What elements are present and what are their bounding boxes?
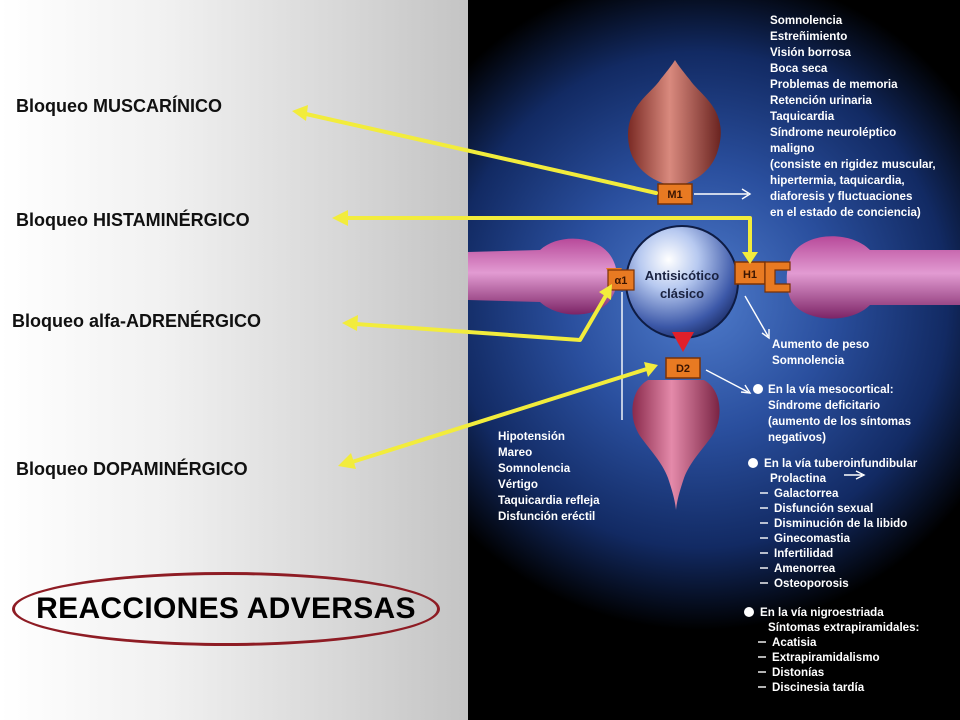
- neuron-bottom: [632, 380, 720, 510]
- d2-mesocortical-effect: negativos): [768, 431, 826, 444]
- d2-tuberoinfundibular-effect: Disminución de la libido: [774, 517, 907, 530]
- d2-tuberoinfundibular-effect: Infertilidad: [774, 547, 833, 560]
- d2-tuberoinfundibular-effect: Disfunción sexual: [774, 502, 873, 515]
- d2-mesocortical-effect: En la vía mesocortical:: [768, 383, 894, 396]
- diagram-panel: Antisicótico clásico M1 H1 D2 α1: [468, 0, 960, 720]
- receptor-h1-label: H1: [743, 269, 757, 281]
- m1-effect: Visión borrosa: [770, 46, 852, 59]
- d2-tuberoinfundibular-list: En la vía tuberoinfundibular Prolactina …: [764, 457, 918, 590]
- m1-effect: en el estado de conciencia): [770, 206, 921, 219]
- m1-effect: diaforesis y fluctuaciones: [770, 190, 912, 203]
- m1-effect: Retención urinaria: [770, 94, 872, 107]
- d2-tuberoinfundibular-effect: Ginecomastia: [774, 532, 851, 545]
- m1-effect: Problemas de memoria: [770, 78, 898, 91]
- d2-tuberoinfundibular-effect: Prolactina: [770, 472, 827, 485]
- h1-effect: Aumento de peso: [772, 338, 869, 351]
- m1-effect: (consiste en rigidez muscular,: [770, 158, 936, 171]
- receptor-d2: [665, 357, 701, 379]
- m1-effect: maligno: [770, 142, 814, 155]
- label-muscarinic-block: Bloqueo MUSCARÍNICO: [16, 96, 222, 116]
- d2-tuberoinfundibular-effect: En la vía tuberoinfundibular: [764, 457, 918, 470]
- diagram-background: [468, 0, 960, 720]
- receptor-m1-label: M1: [667, 189, 682, 201]
- receptor-h1-bracket: [764, 261, 791, 293]
- receptor-d2-label: D2: [676, 363, 690, 375]
- bullet-tuberoinfundibular: [748, 458, 758, 468]
- neuron-right: [786, 236, 960, 319]
- label-alpha-adrenergic-block: Bloqueo alfa-ADRENÉRGICO: [12, 311, 262, 331]
- m1-effect: Estreñimiento: [770, 30, 847, 43]
- m1-effect: Taquicardia: [770, 110, 835, 123]
- a1-effect: Taquicardia refleja: [498, 494, 600, 507]
- dash-markers: [758, 492, 768, 688]
- m1-effects-list: Somnolencia Estreñimiento Visión borrosa…: [770, 14, 936, 219]
- d2-nigroestriada-effect: Síntomas extrapiramidales:: [768, 621, 919, 634]
- d2-nigroestriada-list: En la vía nigroestriada Síntomas extrapi…: [760, 606, 919, 694]
- receptor-a1: [607, 269, 635, 291]
- prolactin-arrow: [844, 470, 866, 480]
- d2-mesocortical-effect: (aumento de los síntomas: [768, 415, 911, 428]
- receptor-a1-label: α1: [615, 275, 628, 287]
- h1-effects-list: Aumento de peso Somnolencia: [772, 338, 869, 367]
- receptor-m1: [657, 183, 693, 205]
- title-oval: [12, 572, 440, 646]
- a1-effect: Hipotensión: [498, 430, 565, 443]
- m1-effect: Síndrome neuroléptico: [770, 126, 896, 139]
- d2-mesocortical-effect: Síndrome deficitario: [768, 399, 880, 412]
- page-title: REACCIONES ADVERSAS: [36, 592, 416, 625]
- a1-effect: Mareo: [498, 446, 532, 459]
- m1-effect: Boca seca: [770, 62, 828, 75]
- d2-tuberoinfundibular-effect: Osteoporosis: [774, 577, 849, 590]
- bullet-nigroestriada: [744, 607, 754, 617]
- a1-effect: Vértigo: [498, 478, 538, 491]
- a1-effect: Disfunción eréctil: [498, 510, 595, 523]
- h1-effect: Somnolencia: [772, 354, 845, 367]
- d2-nigroestriada-effect: Discinesia tardía: [772, 681, 865, 694]
- d2-down-marker: [672, 332, 694, 352]
- center-label-line1: Antisicótico: [645, 268, 719, 283]
- m1-effect: Somnolencia: [770, 14, 843, 27]
- d2-nigroestriada-effect: Acatisia: [772, 636, 817, 649]
- effect-pointers: [621, 188, 770, 420]
- center-label-line2: clásico: [660, 286, 704, 301]
- label-histaminergic-block: Bloqueo HISTAMINÉRGICO: [16, 210, 250, 230]
- d2-nigroestriada-effect: Distonías: [772, 666, 824, 679]
- a1-effect: Somnolencia: [498, 462, 571, 475]
- bullet-mesocortical: [753, 384, 763, 394]
- d2-mesocortical-list: En la vía mesocortical: Síndrome deficit…: [768, 383, 911, 444]
- bullet-dots: [744, 384, 763, 617]
- d2-tuberoinfundibular-effect: Amenorrea: [774, 562, 836, 575]
- d2-nigroestriada-effect: En la vía nigroestriada: [760, 606, 884, 619]
- d2-tuberoinfundibular-effect: Galactorrea: [774, 487, 839, 500]
- m1-effect: hipertermia, taquicardia,: [770, 174, 905, 187]
- d2-nigroestriada-effect: Extrapiramidalismo: [772, 651, 880, 664]
- label-dopaminergic-block: Bloqueo DOPAMINÉRGICO: [16, 459, 248, 479]
